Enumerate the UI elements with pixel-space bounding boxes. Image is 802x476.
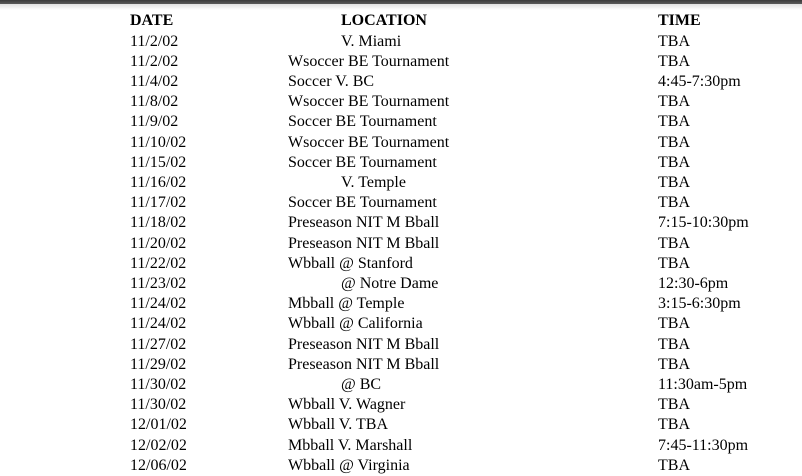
location-cell: Preseason NIT M Bball bbox=[288, 214, 440, 232]
time-cell: 7:45-11:30pm bbox=[658, 436, 749, 454]
time-cell: TBA bbox=[658, 113, 690, 131]
location-cell: Soccer BE Tournament bbox=[288, 113, 437, 131]
window-top-shadow bbox=[0, 4, 802, 10]
time-cell: TBA bbox=[658, 315, 690, 333]
table-row: 11/9/02 Soccer BE Tournament TBA bbox=[0, 112, 802, 132]
time-cell: TBA bbox=[658, 52, 690, 70]
location-cell: V. Miami bbox=[341, 32, 402, 50]
table-row: 11/23/02 @ Notre Dame 12:30-6pm bbox=[0, 274, 802, 294]
location-cell: Wbball @ California bbox=[288, 315, 423, 333]
location-cell: Wbball @ Virginia bbox=[288, 456, 410, 474]
time-cell: 7:15-10:30pm bbox=[658, 214, 749, 232]
location-cell: Wsoccer BE Tournament bbox=[288, 52, 450, 70]
location-cell: V. Temple bbox=[341, 173, 406, 191]
table-row: 11/24/02 Wbball @ California TBA bbox=[0, 314, 802, 334]
location-cell: Soccer BE Tournament bbox=[288, 194, 437, 212]
time-cell: 11:30am-5pm bbox=[658, 375, 748, 393]
location-cell: Wsoccer BE Tournament bbox=[288, 133, 450, 151]
location-cell: Preseason NIT M Bball bbox=[288, 234, 440, 252]
table-row: 11/27/02 Preseason NIT M Bball TBA bbox=[0, 335, 802, 355]
location-cell: @ BC bbox=[341, 375, 382, 393]
date-cell: 11/24/02 bbox=[130, 295, 187, 313]
table-row: 12/06/02 Wbball @ Virginia TBA bbox=[0, 456, 802, 476]
time-cell: TBA bbox=[658, 93, 690, 111]
date-cell: 11/9/02 bbox=[130, 113, 179, 131]
table-row: 11/8/02 Wsoccer BE Tournament TBA bbox=[0, 92, 802, 112]
location-cell: Soccer BE Tournament bbox=[288, 153, 437, 171]
time-cell: TBA bbox=[658, 234, 690, 252]
time-cell: TBA bbox=[658, 133, 690, 151]
date-cell: 12/01/02 bbox=[130, 416, 187, 434]
table-row: 11/17/02 Soccer BE Tournament TBA bbox=[0, 193, 802, 213]
location-cell: Wbball V. Wagner bbox=[288, 396, 406, 414]
location-cell: @ Notre Dame bbox=[341, 274, 439, 292]
table-row: 11/18/02 Preseason NIT M Bball 7:15-10:30p… bbox=[0, 213, 802, 233]
location-cell: Mbball @ Temple bbox=[288, 295, 405, 313]
date-cell: 11/18/02 bbox=[130, 214, 187, 232]
time-cell: 12:30-6pm bbox=[658, 274, 729, 292]
location-cell: Mbball V. Marshall bbox=[288, 436, 413, 454]
time-cell: TBA bbox=[658, 173, 690, 191]
time-cell: 4:45-7:30pm bbox=[658, 72, 741, 90]
table-row: 11/15/02 Soccer BE Tournament TBA bbox=[0, 153, 802, 173]
time-cell: 3:15-6:30pm bbox=[658, 295, 741, 313]
time-cell: TBA bbox=[658, 416, 690, 434]
date-cell: 11/27/02 bbox=[130, 335, 187, 353]
table-row: 11/29/02 Preseason NIT M Bball TBA bbox=[0, 355, 802, 375]
window-top-border bbox=[0, 0, 802, 4]
date-cell: 11/23/02 bbox=[130, 274, 187, 292]
date-cell: 11/22/02 bbox=[130, 254, 187, 272]
table-row: 11/24/02 Mbball @ Temple 3:15-6:30pm bbox=[0, 294, 802, 314]
table-row: 11/2/02 V. Miami TBA bbox=[0, 32, 802, 52]
date-cell: 11/30/02 bbox=[130, 396, 187, 414]
time-cell: TBA bbox=[658, 254, 690, 272]
table-row: 11/16/02 V. Temple TBA bbox=[0, 173, 802, 193]
table-row: 11/4/02 Soccer V. BC 4:45-7:30pm bbox=[0, 72, 802, 92]
location-cell: Soccer V. BC bbox=[288, 72, 375, 90]
table-header: DATE LOCATION TIME bbox=[0, 11, 802, 31]
date-cell: 11/4/02 bbox=[130, 72, 179, 90]
date-cell: 11/15/02 bbox=[130, 153, 187, 171]
date-cell: 11/29/02 bbox=[130, 355, 187, 373]
header-time: TIME bbox=[658, 12, 701, 29]
date-cell: 11/2/02 bbox=[130, 32, 179, 50]
date-cell: 11/16/02 bbox=[130, 173, 187, 191]
location-cell: Wbball @ Stanford bbox=[288, 254, 413, 272]
time-cell: TBA bbox=[658, 32, 690, 50]
location-cell: Preseason NIT M Bball bbox=[288, 355, 440, 373]
date-cell: 11/2/02 bbox=[130, 52, 179, 70]
date-cell: 11/30/02 bbox=[130, 375, 187, 393]
date-cell: 12/02/02 bbox=[130, 436, 187, 454]
table-row: 11/2/02 Wsoccer BE Tournament TBA bbox=[0, 52, 802, 72]
time-cell: TBA bbox=[658, 194, 690, 212]
time-cell: TBA bbox=[658, 355, 690, 373]
time-cell: TBA bbox=[658, 456, 690, 474]
location-cell: Wsoccer BE Tournament bbox=[288, 93, 450, 111]
header-date: DATE bbox=[130, 12, 174, 29]
date-cell: 11/10/02 bbox=[130, 133, 187, 151]
date-cell: 12/06/02 bbox=[130, 456, 187, 474]
time-cell: TBA bbox=[658, 335, 690, 353]
date-cell: 11/17/02 bbox=[130, 194, 187, 212]
table-row: 11/22/02 Wbball @ Stanford TBA bbox=[0, 254, 802, 274]
table-row: 12/01/02 Wbball V. TBA TBA bbox=[0, 415, 802, 435]
location-cell: Wbball V. TBA bbox=[288, 416, 389, 434]
date-cell: 11/20/02 bbox=[130, 234, 187, 252]
table-row: 11/10/02 Wsoccer BE Tournament TBA bbox=[0, 133, 802, 153]
time-cell: TBA bbox=[658, 396, 690, 414]
location-cell: Preseason NIT M Bball bbox=[288, 335, 440, 353]
table-row: 11/30/02 Wbball V. Wagner TBA bbox=[0, 395, 802, 415]
time-cell: TBA bbox=[658, 153, 690, 171]
table-row: 12/02/02 Mbball V. Marshall 7:45-11:30pm bbox=[0, 436, 802, 456]
date-cell: 11/24/02 bbox=[130, 315, 187, 333]
date-cell: 11/8/02 bbox=[130, 93, 179, 111]
header-location: LOCATION bbox=[341, 12, 427, 29]
table-row: 11/30/02 @ BC 11:30am-5pm bbox=[0, 375, 802, 395]
table-row: 11/20/02 Preseason NIT M Bball TBA bbox=[0, 234, 802, 254]
